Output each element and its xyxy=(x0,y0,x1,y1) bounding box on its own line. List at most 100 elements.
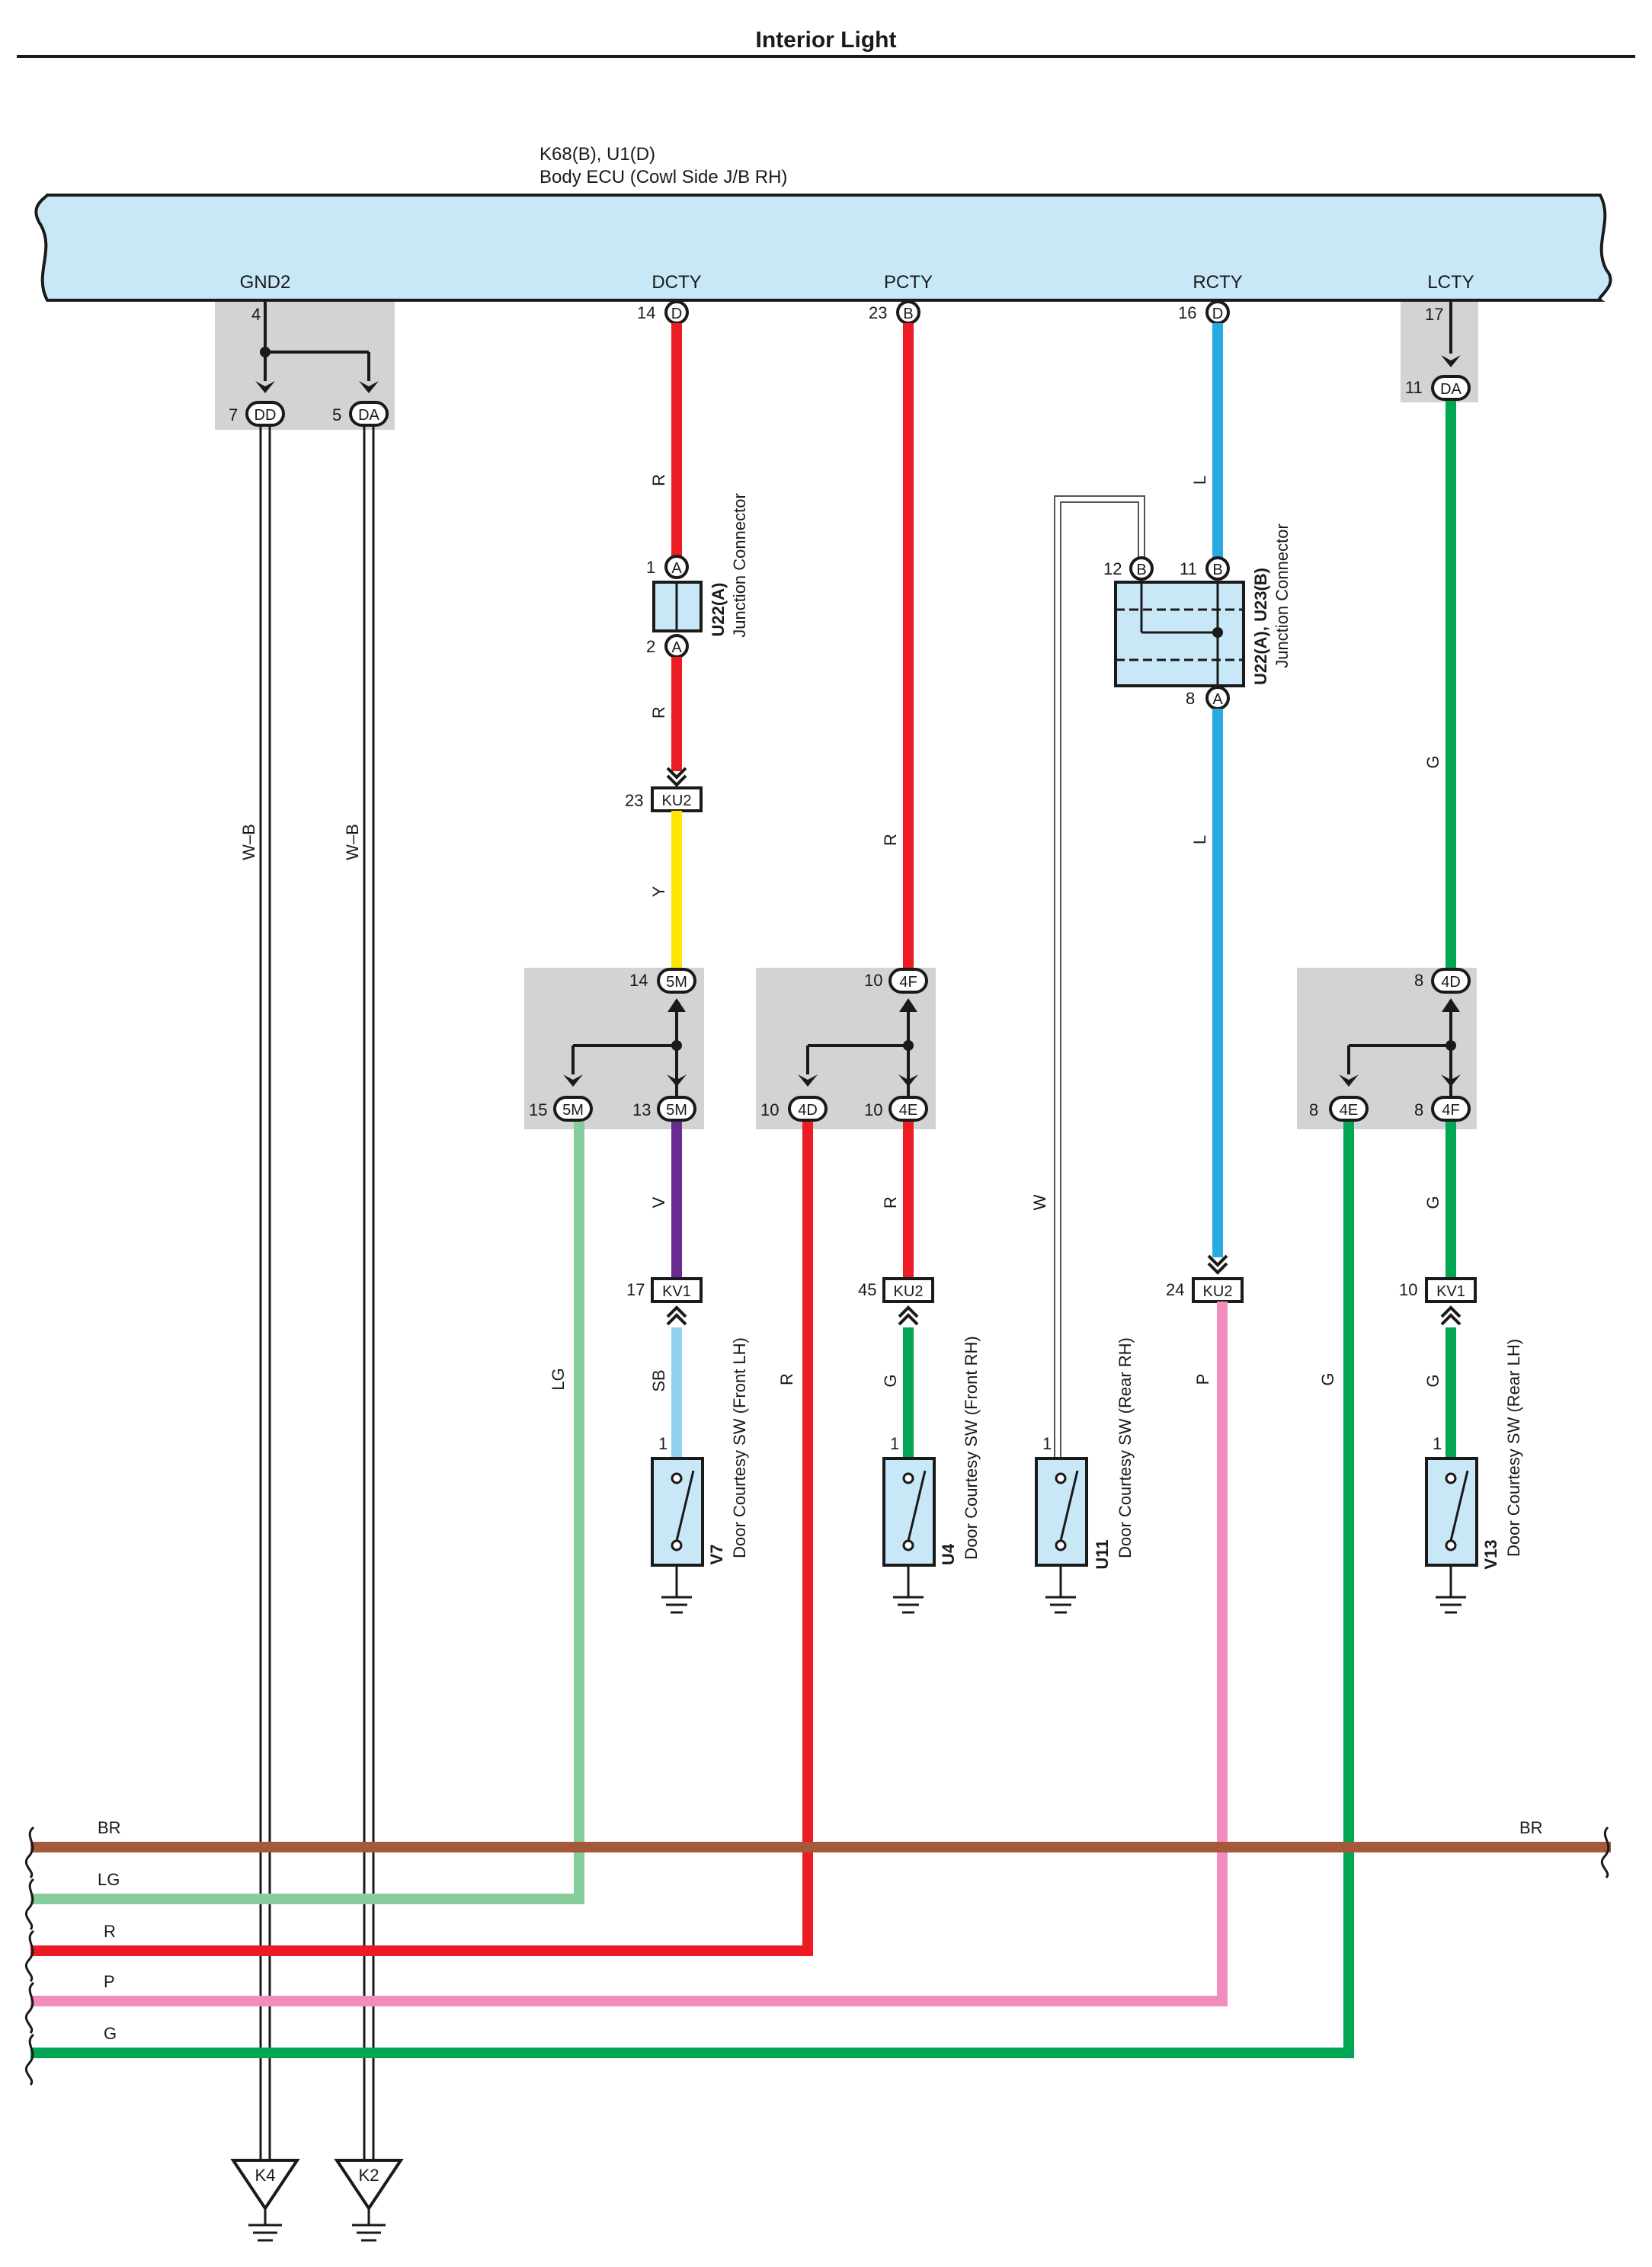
rcty-pin: 16 xyxy=(1178,303,1196,322)
dcty-splice-left-pin: 15 xyxy=(529,1100,547,1119)
ku2-24-conn: KU2 xyxy=(1203,1283,1233,1300)
wire-label-l2: L xyxy=(1190,835,1209,844)
wire-label-wb-right: W–B xyxy=(343,824,362,860)
gnd2-da-conn: DA xyxy=(358,407,379,424)
ku2-45-conn: KU2 xyxy=(894,1283,924,1300)
wire-label-g3: G xyxy=(1423,1374,1442,1387)
ground-k2-icon xyxy=(334,2159,404,2242)
wire-label-sb: SB xyxy=(649,1369,668,1391)
wire-label-g1: G xyxy=(1423,755,1442,768)
kv1-17-connector xyxy=(651,1277,703,1303)
u22-pin2: 2 xyxy=(646,637,655,656)
pcty-splice-top-conn-box xyxy=(888,968,928,994)
kv1-10-chevron xyxy=(1440,1306,1462,1326)
lcty-splice-left-conn-box xyxy=(1329,1096,1369,1122)
u23-name: Junction Connector xyxy=(1273,524,1292,668)
u22-pin1-conn: A xyxy=(671,560,682,577)
switch-u4-ground-icon xyxy=(893,1596,924,1614)
dcty-splice-top-pin: 14 xyxy=(629,971,648,990)
gnd2-dd-connector xyxy=(245,401,285,427)
bus-g-label: G xyxy=(104,2024,117,2043)
kv1-17-pin: 17 xyxy=(626,1280,645,1299)
switch-u4-pin: 1 xyxy=(890,1434,899,1453)
switch-v13-pin: 1 xyxy=(1433,1434,1442,1453)
lcty-splice-right-conn-box xyxy=(1431,1096,1471,1122)
u23-junction-box xyxy=(1114,581,1245,687)
lcty-splice-top-pin: 8 xyxy=(1414,971,1423,990)
kv1-17-chevron xyxy=(666,1306,687,1326)
wire-lg xyxy=(30,1122,584,1904)
wire-p xyxy=(30,1302,1228,2006)
wire-label-p: P xyxy=(1193,1374,1212,1385)
lcty-pin: 17 xyxy=(1425,305,1443,324)
switch-u4-name: Door Courtesy SW (Front RH) xyxy=(962,1336,981,1559)
pcty-splice-right-conn: 4E xyxy=(899,1102,917,1119)
ecu-terminal-rcty: RCTY xyxy=(1193,272,1242,293)
ku2-24-pin: 24 xyxy=(1166,1280,1184,1299)
lcty-branch-conn: DA xyxy=(1440,381,1462,398)
wire-label-pcty-r1: R xyxy=(881,834,900,846)
wire-label-lg: LG xyxy=(549,1368,568,1390)
ku2-23-pin: 23 xyxy=(625,791,643,810)
dcty-splice-left-conn: 5M xyxy=(562,1102,584,1119)
switch-u4-code: U4 xyxy=(939,1543,958,1565)
lcty-splice-top-conn-box xyxy=(1431,968,1471,994)
lcty-splice-right-pin: 8 xyxy=(1414,1100,1423,1119)
dcty-splice-right-pin: 13 xyxy=(632,1100,651,1119)
gnd2-da-pin: 5 xyxy=(332,405,341,424)
switch-v13-name: Door Courtesy SW (Rear LH) xyxy=(1504,1339,1523,1557)
page-title: Interior Light xyxy=(756,27,897,53)
wire-g-bus xyxy=(30,1122,1354,2058)
u23-pin11-conn: B xyxy=(1212,562,1222,578)
wire-label-w: W xyxy=(1030,1194,1049,1210)
dcty-splice-left-conn-box xyxy=(553,1096,593,1122)
bus-lg-label: LG xyxy=(98,1870,120,1889)
u23-pin12: 12 xyxy=(1103,559,1122,578)
ecu-terminal-gnd2: GND2 xyxy=(240,272,291,293)
rcty-conn: D xyxy=(1212,306,1223,322)
gnd2-da-connector xyxy=(349,401,389,427)
dcty-pin: 14 xyxy=(637,303,655,322)
gnd2-dd-conn: DD xyxy=(255,407,277,424)
wire-label-pcty-g: G xyxy=(881,1374,900,1387)
dcty-splice-right-conn: 5M xyxy=(666,1102,687,1119)
u23-pin8-conn: A xyxy=(1212,691,1223,708)
u22-pin1-circle xyxy=(664,555,689,579)
dcty-conn: D xyxy=(671,306,682,322)
ecu-name: Body ECU (Cowl Side J/B RH) xyxy=(539,167,787,187)
u23-pin11-circle xyxy=(1205,556,1230,581)
ku2-45-connector xyxy=(882,1277,934,1303)
lcty-splice-left-conn: 4E xyxy=(1340,1102,1358,1119)
wire-label-l1: L xyxy=(1190,475,1209,485)
bus-break-left xyxy=(24,1826,35,2086)
u23-pin11: 11 xyxy=(1180,559,1197,578)
kv1-10-conn: KV1 xyxy=(1436,1283,1465,1300)
u22-pin2-conn: A xyxy=(671,639,682,656)
wire-label-y: Y xyxy=(649,885,668,897)
wire-label-dcty-r1: R xyxy=(649,474,668,486)
lcty-branch-pin: 11 xyxy=(1405,378,1423,397)
ground-k2-label: K2 xyxy=(359,2166,379,2185)
lcty-splice-right-conn: 4F xyxy=(1442,1102,1459,1119)
wire-wb-right xyxy=(363,427,375,2160)
switch-v7-pin: 1 xyxy=(658,1434,668,1453)
switch-u11-name: Door Courtesy SW (Rear RH) xyxy=(1116,1337,1135,1558)
pcty-splice-top-conn: 4F xyxy=(899,974,917,991)
pcty-splice-top-pin: 10 xyxy=(864,971,882,990)
wire-label-pcty-r2: R xyxy=(881,1196,900,1209)
gnd2-pin: 4 xyxy=(251,305,261,324)
kv1-17-conn: KV1 xyxy=(662,1283,691,1300)
wire-pcty-r-bus xyxy=(30,1122,813,1956)
ku2-45-chevron xyxy=(898,1306,919,1326)
pcty-splice-left-pin: 10 xyxy=(760,1100,779,1119)
switch-v13-code: V13 xyxy=(1481,1539,1500,1569)
switch-u11-ground-icon xyxy=(1045,1596,1076,1614)
u23-pin12-conn: B xyxy=(1136,562,1146,578)
ku2-23-conn: KU2 xyxy=(662,792,692,809)
wire-label-dcty-r2: R xyxy=(649,706,668,719)
bus-p-label: P xyxy=(104,1972,115,1991)
gnd2-dd-pin: 7 xyxy=(229,405,238,424)
ground-k4-label: K4 xyxy=(255,2166,276,2185)
switch-v7-name: Door Courtesy SW (Front LH) xyxy=(730,1337,749,1558)
